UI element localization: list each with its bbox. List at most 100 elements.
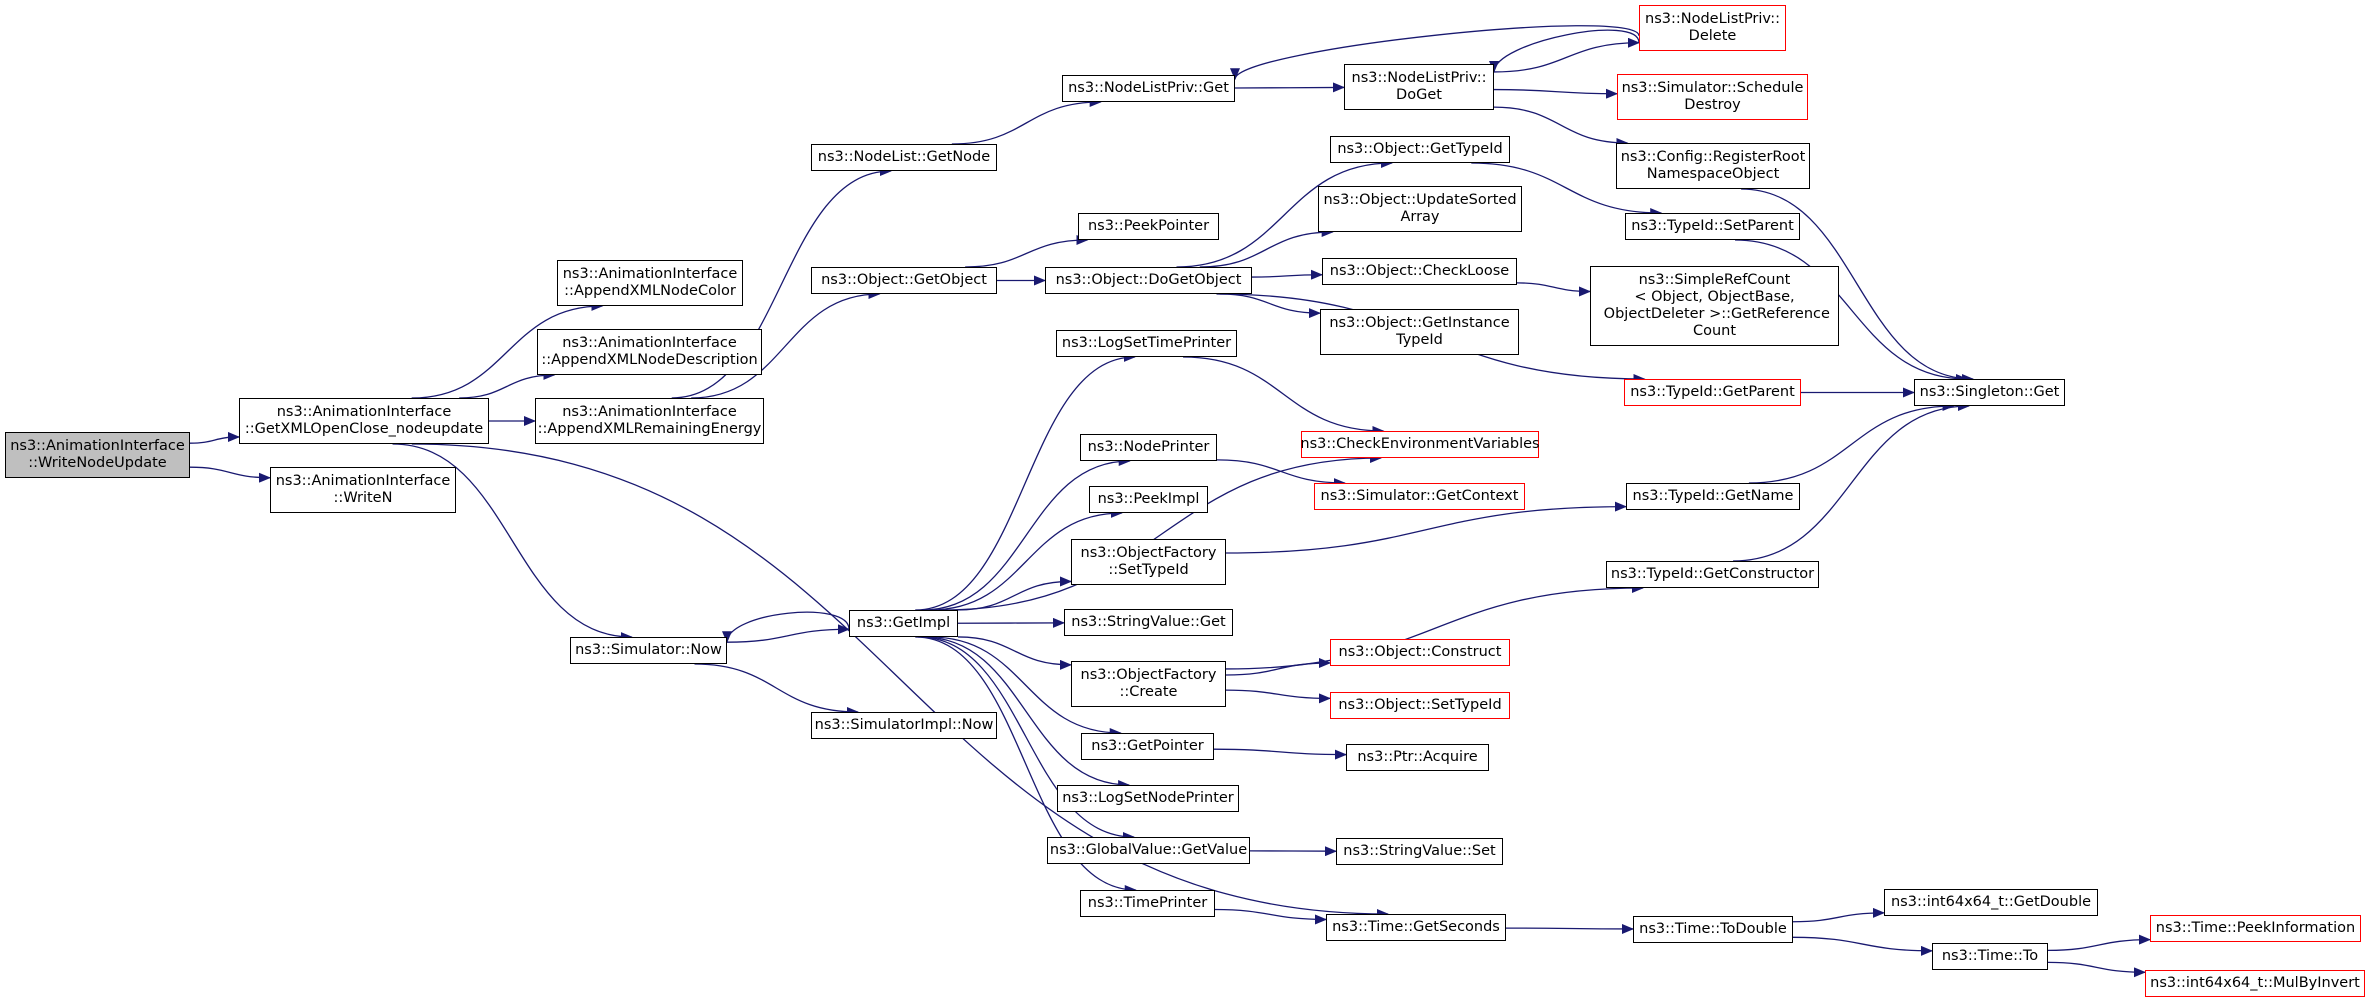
node-simulatorimpl-now[interactable]: ns3::SimulatorImpl::Now [811, 712, 997, 739]
node-object-dogetobject[interactable]: ns3::Object::DoGetObject [1045, 267, 1252, 294]
node-stringvalue-get[interactable]: ns3::StringValue::Get [1064, 609, 1233, 636]
call-edge-n1-n2 [189, 431, 240, 444]
node-getpointer[interactable]: ns3::GetPointer [1081, 733, 1214, 760]
node-stringvalue-set[interactable]: ns3::StringValue::Set [1336, 838, 1503, 865]
call-edge-n32-n44 [915, 636, 1137, 895]
node-get-xml-open-close-nodeupdate[interactable]: ns3::AnimationInterface ::GetXMLOpenClos… [239, 398, 489, 444]
call-edge-n2-n7 [392, 443, 633, 642]
node-append-xml-node-description[interactable]: ns3::AnimationInterface ::AppendXMLNodeD… [537, 329, 762, 375]
node-typeid-getname[interactable]: ns3::TypeId::GetName [1626, 483, 1800, 510]
call-edge-n16-n18 [1199, 227, 1334, 268]
call-edge-n2-n4 [411, 301, 604, 399]
node-object-getinstancetypeid[interactable]: ns3::Object::GetInstance TypeId [1320, 309, 1519, 355]
call-edge-n27-n28 [1216, 459, 1346, 488]
node-append-xml-node-color[interactable]: ns3::AnimationInterface ::AppendXMLNodeC… [557, 260, 743, 306]
node-simulator-now[interactable]: ns3::Simulator::Now [570, 637, 727, 664]
call-edge-n32-n25 [915, 352, 1136, 611]
node-simplerefcount-getreferencecount[interactable]: ns3::SimpleRefCount < Object, ObjectBase… [1590, 266, 1839, 346]
node-object-gettypeid[interactable]: ns3::Object::GetTypeId [1330, 136, 1510, 163]
call-edge-n19-n22 [1516, 282, 1591, 297]
node-logsettimeprinter[interactable]: ns3::LogSetTimePrinter [1056, 330, 1237, 357]
call-edge-n32-n29 [930, 508, 1123, 611]
call-edge-n32-n42 [918, 636, 1135, 842]
node-timeprinter[interactable]: ns3::TimePrinter [1080, 890, 1215, 917]
node-objectfactory-create[interactable]: ns3::ObjectFactory ::Create [1071, 661, 1226, 707]
call-edge-n1-n3 [189, 466, 271, 483]
call-edge-n16-n19 [1251, 269, 1323, 280]
call-edge-n32-n27 [922, 456, 1131, 611]
call-edge-n25-n26 [1183, 356, 1385, 436]
call-edge-n11-n14 [1493, 106, 1629, 148]
node-write-node-update[interactable]: ns3::AnimationInterface ::WriteNodeUpdat… [5, 432, 190, 478]
node-nodelistpriv-get[interactable]: ns3::NodeListPriv::Get [1062, 75, 1235, 102]
node-append-xml-remaining-energy[interactable]: ns3::AnimationInterface ::AppendXMLRemai… [535, 398, 764, 444]
node-ptr-acquire[interactable]: ns3::Ptr::Acquire [1346, 744, 1489, 771]
call-edge-n45-n46 [1505, 923, 1634, 934]
node-time-getseconds[interactable]: ns3::Time::GetSeconds [1326, 914, 1506, 941]
call-edge-n32-n26 [942, 453, 1383, 611]
node-peekpointer[interactable]: ns3::PeekPointer [1078, 213, 1219, 240]
node-nodelistpriv-delete[interactable]: ns3::NodeListPriv:: Delete [1639, 5, 1786, 51]
node-object-getobject[interactable]: ns3::Object::GetObject [811, 267, 997, 294]
call-edge-n32-n7 [722, 611, 850, 644]
node-object-checkloose[interactable]: ns3::Object::CheckLoose [1322, 258, 1517, 285]
node-peekimpl[interactable]: ns3::PeekImpl [1089, 486, 1208, 513]
node-write-n[interactable]: ns3::AnimationInterface ::WriteN [270, 467, 456, 513]
call-edge-n35-n37 [1225, 689, 1331, 704]
node-int64x64-getdouble[interactable]: ns3::int64x64_t::GetDouble [1884, 889, 2098, 916]
call-edge-n30-n31 [1225, 501, 1627, 554]
call-edge-n17-n21 [1471, 162, 1663, 218]
call-edge-n11-n12 [1493, 37, 1640, 73]
node-logsetnodeprinter[interactable]: ns3::LogSetNodePrinter [1057, 785, 1239, 812]
call-edge-n9-n15 [965, 235, 1089, 268]
call-edge-n7-n38 [694, 663, 860, 717]
node-time-to[interactable]: ns3::Time::To [1932, 943, 2048, 970]
node-simulator-schedule-destroy[interactable]: ns3::Simulator::Schedule Destroy [1617, 74, 1808, 120]
node-object-construct[interactable]: ns3::Object::Construct [1330, 639, 1510, 666]
node-singleton-get[interactable]: ns3::Singleton::Get [1914, 379, 2065, 406]
call-edge-n35-n36 [1225, 657, 1331, 676]
call-edge-n32-n41 [922, 636, 1131, 790]
node-nodelist-getnode[interactable]: ns3::NodeList::GetNode [811, 144, 997, 171]
call-edge-n48-n49 [2047, 934, 2151, 952]
call-edge-n16-n20 [1219, 293, 1321, 319]
call-edge-n12-n11 [1489, 29, 1640, 73]
node-globalvalue-getvalue[interactable]: ns3::GlobalValue::GetValue [1047, 837, 1250, 864]
call-edge-n11-n13 [1493, 88, 1618, 99]
call-edge-n32-n30 [957, 576, 1072, 611]
call-edge-n12-n10 [1230, 25, 1640, 81]
node-getimpl[interactable]: ns3::GetImpl [849, 610, 958, 637]
node-nodeprinter[interactable]: ns3::NodePrinter [1080, 434, 1217, 461]
call-edge-n7-n32 [726, 624, 850, 643]
call-edge-n31-n24 [1748, 401, 1955, 484]
call-edge-n8-n10 [951, 97, 1102, 145]
node-object-settypeid[interactable]: ns3::Object::SetTypeId [1330, 692, 1510, 719]
call-edge-n2-n45 [411, 443, 1389, 919]
call-edge-n32-n39 [930, 636, 1122, 738]
call-edge-n14-n24 [1741, 188, 1975, 384]
node-object-updatesortedarray[interactable]: ns3::Object::UpdateSorted Array [1318, 186, 1522, 232]
call-edge-n6-n9 [691, 289, 881, 399]
node-time-peekinformation[interactable]: ns3::Time::PeekInformation [2150, 915, 2361, 942]
node-config-register-root-namespace-object[interactable]: ns3::Config::RegisterRoot NamespaceObjec… [1616, 143, 1810, 189]
node-int64x64-mulbyinvert[interactable]: ns3::int64x64_t::MulByInvert [2145, 970, 2365, 997]
node-typeid-getconstructor[interactable]: ns3::TypeId::GetConstructor [1606, 561, 1819, 588]
node-time-todouble[interactable]: ns3::Time::ToDouble [1633, 916, 1793, 943]
node-simulator-getcontext[interactable]: ns3::Simulator::GetContext [1314, 483, 1525, 510]
call-edge-n34-n24 [1733, 401, 1970, 562]
call-edge-n6-n8 [671, 166, 892, 399]
node-typeid-getparent[interactable]: ns3::TypeId::GetParent [1624, 379, 1801, 406]
call-edge-n16-n17 [1176, 158, 1394, 268]
call-edge-n44-n45 [1214, 908, 1327, 925]
node-checkenvironmentvariables[interactable]: ns3::CheckEnvironmentVariables [1300, 431, 1540, 458]
node-typeid-setparent[interactable]: ns3::TypeId::SetParent [1625, 213, 1800, 240]
call-edge-n2-n5 [459, 370, 556, 399]
call-edge-n21-n24 [1735, 239, 1968, 384]
call-edge-n10-n11 [1234, 82, 1345, 93]
node-objectfactory-settypeid[interactable]: ns3::ObjectFactory ::SetTypeId [1071, 539, 1226, 585]
call-edge-n46-n47 [1792, 907, 1885, 923]
call-edge-n46-n48 [1792, 936, 1933, 956]
call-edge-n48-n50 [2047, 961, 2146, 978]
node-nodelistpriv-doget[interactable]: ns3::NodeListPriv:: DoGet [1344, 64, 1494, 110]
